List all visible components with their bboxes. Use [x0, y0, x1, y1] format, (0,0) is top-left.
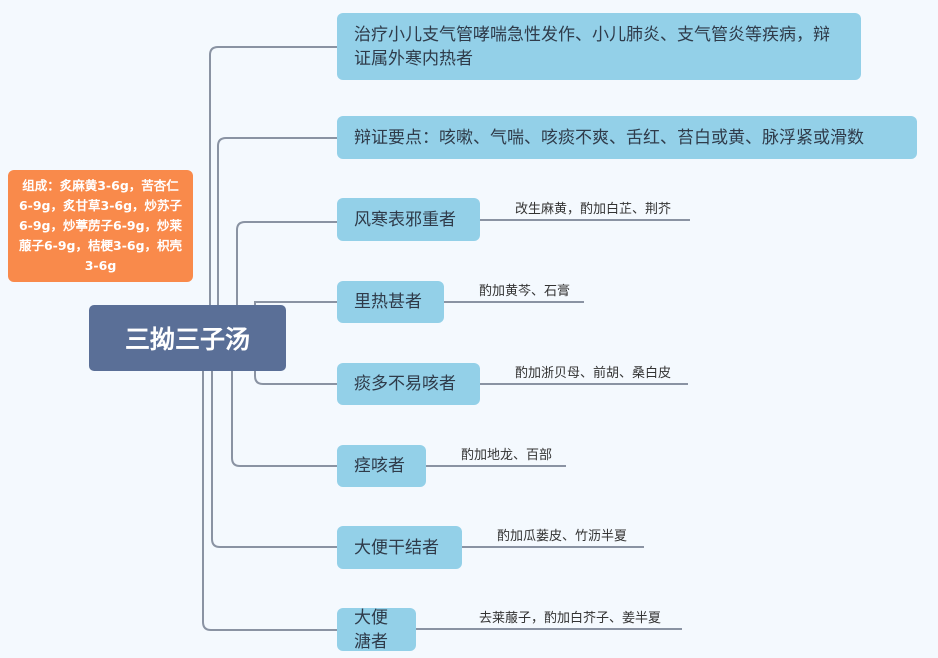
branch-constipation[interactable]: 大便干结者 [337, 526, 462, 569]
connector [231, 371, 337, 467]
branch-indication[interactable]: 治疗小儿支气管哮喘急性发作、小儿肺炎、支气管炎等疾病，辩证属外寒内热者 [337, 13, 861, 80]
composition-text: 组成：炙麻黄3-6g，苦杏仁6-9g，炙甘草3-6g，炒苏子6-9g，炒葶苈子6… [18, 178, 183, 273]
root-node[interactable]: 三拗三子汤 [89, 305, 286, 371]
note: 改生麻黄，酌加白芷、荆芥 [515, 202, 672, 217]
note: 酌加瓜蒌皮、竹沥半夏 [497, 529, 628, 544]
branch-phlegm[interactable]: 痰多不易咳者 [337, 363, 480, 405]
connector [254, 301, 337, 305]
branch-label: 辩证要点：咳嗽、气喘、咳痰不爽、舌红、苔白或黄、脉浮紧或滑数 [354, 127, 864, 148]
connector [254, 371, 337, 385]
note-underlines [416, 219, 690, 630]
note: 酌加浙贝母、前胡、桑白皮 [515, 366, 672, 381]
branch-wind-cold[interactable]: 风寒表邪重者 [337, 198, 480, 241]
branch-label: 治疗小儿支气管哮喘急性发作、小儿肺炎、支气管炎等疾病，辩证属外寒内热者 [354, 24, 830, 69]
branch-spasmodic-cough[interactable]: 痉咳者 [337, 445, 426, 487]
note: 酌加地龙、百部 [461, 448, 553, 463]
connector [217, 137, 337, 305]
connector [209, 46, 337, 305]
branch-interior-heat[interactable]: 里热甚者 [337, 281, 444, 323]
branch-loose-stool[interactable]: 大便溏者 [337, 607, 416, 652]
branch-label: 风寒表邪重者 [354, 209, 456, 230]
branch-label: 里热甚者 [354, 292, 422, 312]
note: 去莱菔子，酌加白芥子、姜半夏 [479, 611, 662, 626]
branch-key-points[interactable]: 辩证要点：咳嗽、气喘、咳痰不爽、舌红、苔白或黄、脉浮紧或滑数 [337, 116, 917, 159]
branch-label: 痰多不易咳者 [354, 374, 456, 394]
branch-label: 大便溏者 [354, 607, 388, 652]
connector [236, 221, 337, 305]
composition-box: 组成：炙麻黄3-6g，苦杏仁6-9g，炙甘草3-6g，炒苏子6-9g，炒葶苈子6… [8, 170, 193, 282]
connector [211, 371, 337, 548]
branch-label: 大便干结者 [354, 537, 439, 558]
connector [202, 371, 337, 631]
branch-label: 痉咳者 [354, 456, 405, 476]
note: 酌加黄芩、石膏 [479, 284, 571, 299]
